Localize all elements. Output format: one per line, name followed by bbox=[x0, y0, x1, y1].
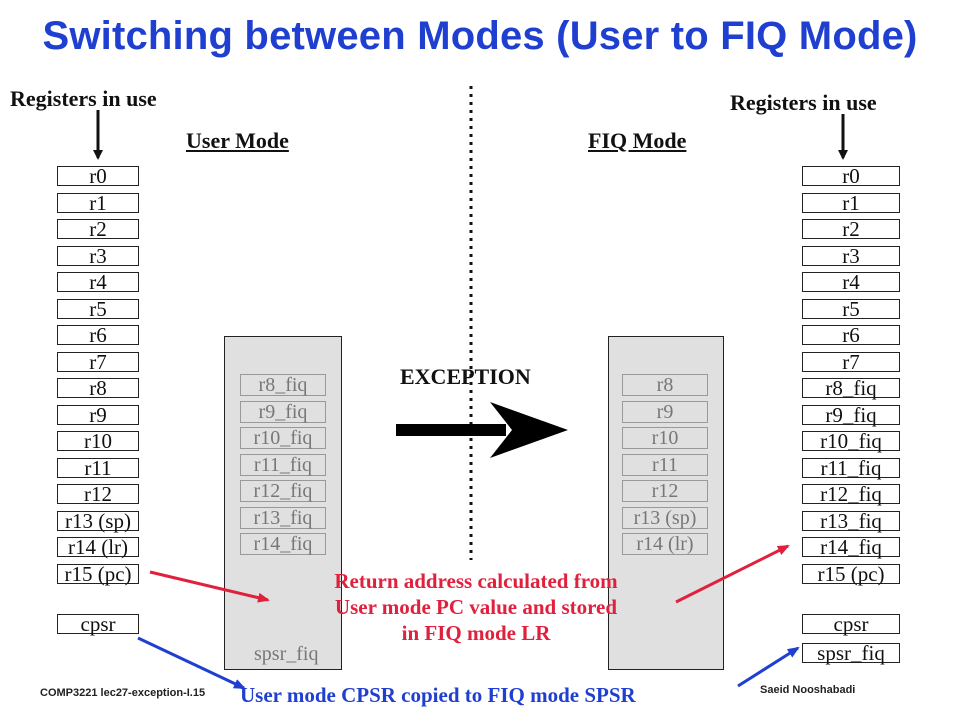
inactive-user-register-4: r12 bbox=[622, 480, 708, 502]
fiq-register-5: r5 bbox=[802, 298, 900, 319]
return-address-note-line-2: User mode PC value and stored bbox=[334, 595, 618, 619]
fiq-register-10: r10_fiq bbox=[802, 431, 900, 452]
slide-title: Switching between Modes (User to FIQ Mod… bbox=[42, 14, 918, 58]
user-register-1: r1 bbox=[57, 192, 139, 213]
exception-arrow-icon bbox=[396, 402, 568, 458]
user-register-8: r8 bbox=[57, 378, 139, 399]
fiq-register-12: r12_fiq bbox=[802, 484, 900, 505]
user-register-7: r7 bbox=[57, 351, 139, 372]
footer-author: Saeid Nooshabadi bbox=[760, 684, 856, 696]
user-register-4: r4 bbox=[57, 272, 139, 293]
user-register-2: r2 bbox=[57, 219, 139, 240]
user-register-9: r9 bbox=[57, 404, 139, 425]
fiq-register-3: r3 bbox=[802, 245, 900, 266]
inactive-fiq-register-0: r8_fiq bbox=[240, 374, 326, 396]
fiq-register-2: r2 bbox=[802, 219, 900, 240]
inactive-user-register-5: r13 (sp) bbox=[622, 506, 708, 529]
pc-to-note-arrow bbox=[149, 570, 270, 603]
fiq-register-14: r14_fiq bbox=[802, 537, 900, 558]
inactive-fiq-register-5: r13_fiq bbox=[240, 506, 326, 529]
user-register-14: r14 (lr) bbox=[57, 537, 139, 558]
inactive-fiq-register-2: r10_fiq bbox=[240, 427, 326, 449]
fiq-register-13: r13_fiq bbox=[802, 510, 900, 531]
user-cpsr-register: cpsr bbox=[57, 614, 139, 635]
inactive-spsr-fiq: spsr_fiq bbox=[240, 644, 334, 666]
inactive-user-register-1: r9 bbox=[622, 400, 708, 423]
fiq-register-9: r9_fiq bbox=[802, 404, 900, 425]
user-register-15: r15 (pc) bbox=[57, 563, 139, 584]
fiq-register-6: r6 bbox=[802, 325, 900, 346]
user-register-13: r13 (sp) bbox=[57, 510, 139, 531]
user-register-5: r5 bbox=[57, 298, 139, 319]
inactive-user-register-6: r14 (lr) bbox=[622, 533, 708, 555]
inactive-fiq-register-3: r11_fiq bbox=[240, 453, 326, 476]
user-register-0: r0 bbox=[57, 166, 139, 187]
fiq-spsr-register: spsr_fiq bbox=[802, 643, 900, 664]
exception-label: EXCEPTION bbox=[400, 364, 531, 389]
user-register-11: r11 bbox=[57, 457, 139, 478]
footer-course: COMP3221 lec27-exception-I.15 bbox=[40, 687, 206, 699]
fiq-register-15: r15 (pc) bbox=[802, 563, 900, 584]
note-to-lr-arrow bbox=[675, 544, 790, 604]
registers-in-use-label-left: Registers in use bbox=[10, 86, 157, 111]
cpsr-to-note-arrow bbox=[137, 636, 246, 690]
cpsr-copy-note: User mode CPSR copied to FIQ mode SPSR bbox=[240, 683, 636, 707]
fiq-cpsr-register: cpsr bbox=[802, 614, 900, 635]
inactive-user-register-3: r11 bbox=[622, 453, 708, 476]
inactive-user-register-2: r10 bbox=[622, 427, 708, 449]
fiq-mode-label: FIQ Mode bbox=[588, 128, 687, 153]
inactive-user-register-0: r8 bbox=[622, 374, 708, 396]
inactive-fiq-register-4: r12_fiq bbox=[240, 480, 326, 502]
fiq-register-8: r8_fiq bbox=[802, 378, 900, 399]
fiq-register-11: r11_fiq bbox=[802, 457, 900, 478]
note-to-spsr-arrow bbox=[737, 646, 800, 688]
inactive-fiq-register-1: r9_fiq bbox=[240, 400, 326, 423]
registers-in-use-label-right: Registers in use bbox=[730, 90, 877, 115]
fiq-register-0: r0 bbox=[802, 166, 900, 187]
user-register-10: r10 bbox=[57, 431, 139, 452]
user-mode-label: User Mode bbox=[186, 128, 289, 153]
return-address-note: Return address calculated from User mode… bbox=[276, 568, 676, 646]
fiq-register-7: r7 bbox=[802, 351, 900, 372]
user-register-6: r6 bbox=[57, 325, 139, 346]
user-register-12: r12 bbox=[57, 484, 139, 505]
fiq-register-1: r1 bbox=[802, 192, 900, 213]
return-address-note-line-3: in FIQ mode LR bbox=[401, 621, 551, 645]
return-address-note-line-1: Return address calculated from bbox=[334, 569, 618, 593]
user-register-3: r3 bbox=[57, 245, 139, 266]
fiq-register-4: r4 bbox=[802, 272, 900, 293]
inactive-fiq-register-6: r14_fiq bbox=[240, 533, 326, 555]
